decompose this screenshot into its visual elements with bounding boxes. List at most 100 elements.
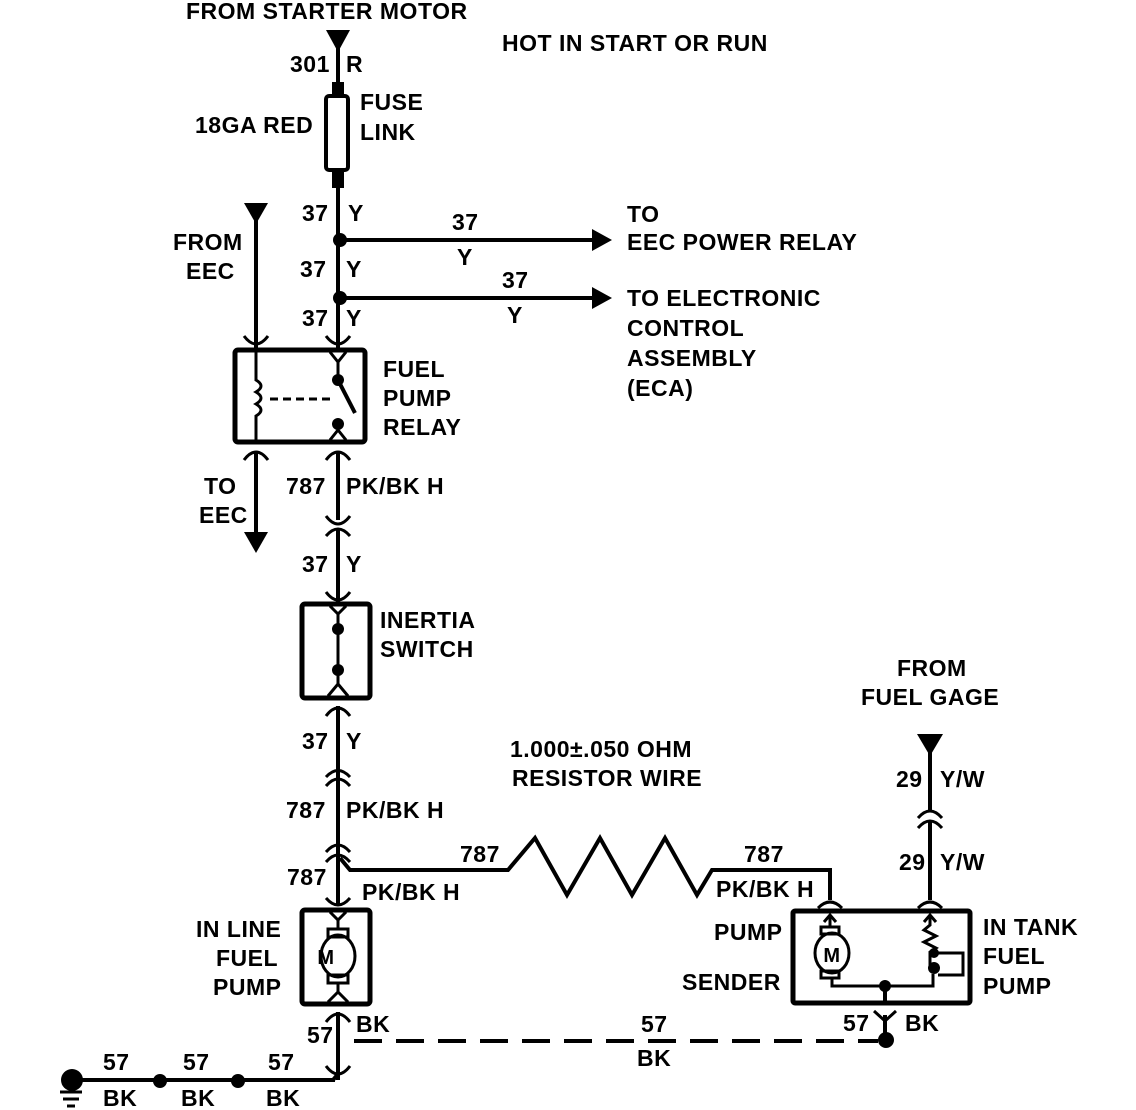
resistor-label-2: RESISTOR WIRE <box>512 765 702 791</box>
inline-motor-symbol: M <box>317 947 334 969</box>
relay-coil-icon <box>253 352 263 440</box>
switch-contact <box>332 664 344 676</box>
connector-icon <box>916 809 944 820</box>
branch2-circuit: 37 <box>502 267 529 293</box>
dashed-circuit: 57 <box>641 1011 668 1037</box>
intank-label-1: IN TANK <box>983 914 1078 940</box>
connector-icon <box>324 777 352 788</box>
connector-icon <box>324 335 352 346</box>
resistor-right-circuit: 787 <box>744 841 784 867</box>
motor-icon <box>813 931 851 975</box>
motor-icon <box>319 933 357 979</box>
intank-ground-color: BK <box>905 1010 939 1036</box>
resistor-left-circuit: 787 <box>460 841 500 867</box>
gage-top-circuit: 29 <box>896 766 923 792</box>
main-seg1-circuit: 37 <box>302 200 329 226</box>
connector-icon <box>324 843 352 854</box>
intank-ground-circuit: 57 <box>843 1010 870 1036</box>
arrow-right-icon <box>592 287 612 309</box>
inertia-in-color: Y <box>346 551 362 577</box>
inline-feed-circuit: 787 <box>287 864 327 890</box>
main-seg2-color: Y <box>346 256 362 282</box>
intank-label-3: PUMP <box>983 973 1051 999</box>
to-eec-2: EEC <box>199 502 248 528</box>
inline-in-circuit: 787 <box>286 797 326 823</box>
connector-icon <box>324 591 352 602</box>
connector-icon <box>916 900 944 910</box>
sender-label: SENDER <box>682 969 781 995</box>
inertia-label-1: INERTIA <box>380 607 476 633</box>
fuse-label-2: LINK <box>360 119 416 145</box>
relay-label-1: FUEL <box>383 356 445 382</box>
connector-icon <box>242 335 270 346</box>
inline-ground-circuit: 57 <box>307 1022 334 1048</box>
wire-301-color: R <box>346 51 363 77</box>
branch1-circuit: 37 <box>452 209 479 235</box>
ground-seg3-circuit: 57 <box>268 1049 295 1075</box>
branch1-dest-1: TO <box>627 201 660 227</box>
ground-terminal <box>61 1069 83 1091</box>
hot-note: HOT IN START OR RUN <box>502 30 768 56</box>
to-eec-1: TO <box>204 473 237 499</box>
branch2-dest-1: TO ELECTRONIC <box>627 285 821 311</box>
inline-in-color: PK/BK H <box>346 797 444 823</box>
arrow-right-icon <box>592 229 612 251</box>
inertia-out-color: Y <box>346 728 362 754</box>
resistor-wire <box>338 833 832 900</box>
resistor-label-1: 1.000±.050 OHM <box>510 736 692 762</box>
connector-icon <box>324 853 352 864</box>
inline-fuel-pump <box>299 907 373 1007</box>
ground-seg2-color: BK <box>181 1085 215 1110</box>
branch2-dest-4: (ECA) <box>627 375 693 401</box>
branch1-color: Y <box>457 244 473 270</box>
connector-icon <box>324 769 352 779</box>
branch2-dest-3: ASSEMBLY <box>627 345 757 371</box>
resistor-right-color: PK/BK H <box>716 876 814 902</box>
main-seg3-circuit: 37 <box>302 305 329 331</box>
splice-dot <box>231 1074 245 1088</box>
fuse-link-icon <box>324 82 350 188</box>
relay-label-3: RELAY <box>383 414 461 440</box>
splice-dot <box>153 1074 167 1088</box>
from-eec-2: EEC <box>186 258 235 284</box>
branch2-color: Y <box>507 302 523 328</box>
gage-top-color: Y/W <box>940 766 985 792</box>
inline-label-1: IN LINE <box>196 916 281 942</box>
relay-out-color: PK/BK H <box>346 473 444 499</box>
inline-label-2: FUEL <box>216 945 278 971</box>
pump-label: PUMP <box>714 919 782 945</box>
ground-seg3-color: BK <box>266 1085 300 1110</box>
connector-icon <box>324 896 352 907</box>
inline-ground-color: BK <box>356 1011 390 1037</box>
connector-icon <box>324 515 352 526</box>
inline-feed-color: PK/BK H <box>362 879 460 905</box>
main-seg2-circuit: 37 <box>300 256 327 282</box>
fuse-label-1: FUSE <box>360 89 423 115</box>
source-label: FROM STARTER MOTOR <box>186 0 468 24</box>
fuse-gauge-label: 18GA RED <box>195 112 313 138</box>
wire-301-circuit: 301 <box>290 51 330 77</box>
from-eec-1: FROM <box>173 229 243 255</box>
branch2-dest-2: CONTROL <box>627 315 744 341</box>
inertia-in-circuit: 37 <box>302 551 329 577</box>
ground-icon <box>60 1090 82 1108</box>
relay-out-circuit: 787 <box>286 473 326 499</box>
dashed-color: BK <box>637 1045 671 1071</box>
from-gage-1: FROM <box>897 655 967 681</box>
intank-label-2: FUEL <box>983 943 1045 969</box>
relay-contact <box>332 418 344 430</box>
splice-dot <box>878 1032 894 1048</box>
connector-icon <box>324 527 352 538</box>
switch-contact <box>332 623 344 635</box>
arrow-down-icon <box>244 532 268 553</box>
from-gage-2: FUEL GAGE <box>861 684 999 710</box>
main-seg1-color: Y <box>348 200 364 226</box>
inertia-out-circuit: 37 <box>302 728 329 754</box>
ground-seg1-circuit: 57 <box>103 1049 130 1075</box>
inertia-label-2: SWITCH <box>380 636 474 662</box>
inertia-switch <box>299 601 373 701</box>
ground-seg1-color: BK <box>103 1085 137 1110</box>
main-seg3-color: Y <box>346 305 362 331</box>
gage-bottom-color: Y/W <box>940 849 985 875</box>
